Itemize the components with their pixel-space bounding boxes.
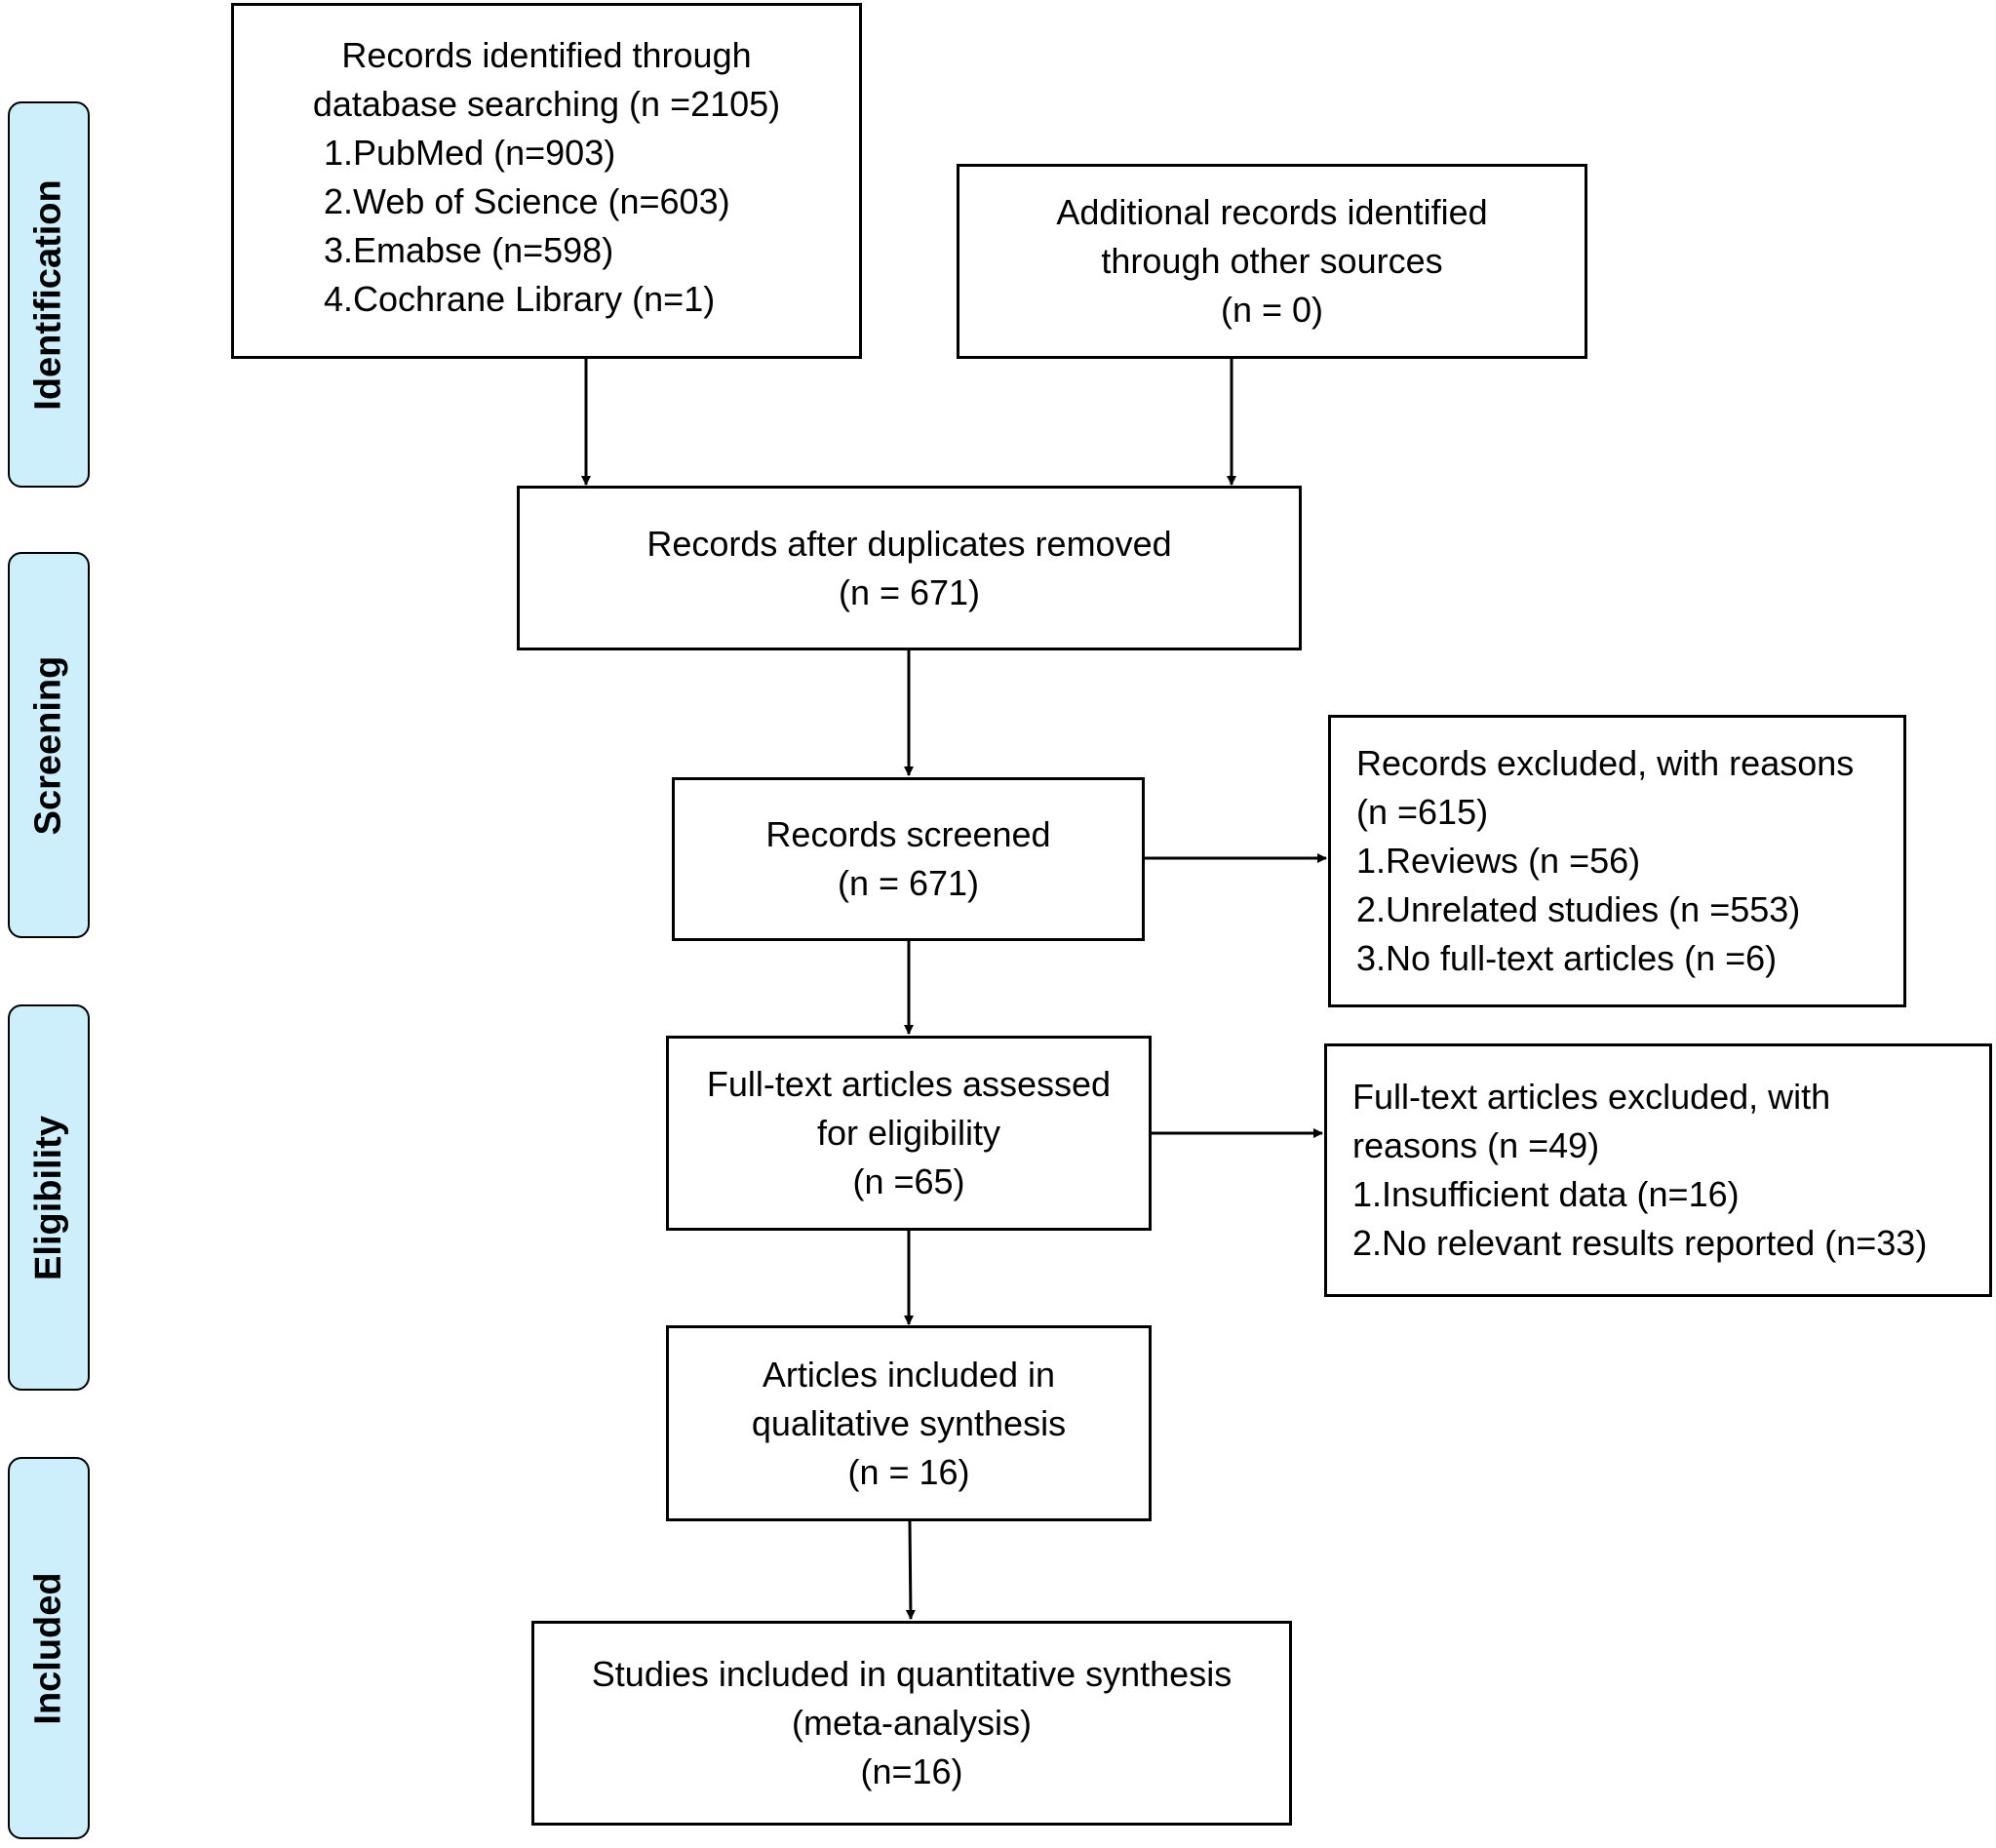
screened-line-2: (n = 671)	[837, 863, 980, 903]
db-search-line-2: database searching (n =2105)	[312, 84, 781, 124]
excluded-line-1: Records excluded, with reasons	[1356, 743, 1855, 783]
db-search-item-cochrane: 4.Cochrane Library (n=1)	[324, 279, 716, 319]
quantitative-line-2: (meta-analysis)	[791, 1703, 1033, 1743]
phase-included: Included	[8, 1457, 90, 1839]
records-screened-box: Records screened (n = 671)	[672, 777, 1145, 941]
fulltext-line-2: for eligibility	[816, 1113, 1001, 1153]
quantitative-line-3: (n=16)	[860, 1751, 963, 1791]
duplicates-removed-box: Records after duplicates removed (n = 67…	[517, 486, 1302, 650]
qualitative-synthesis-box: Articles included in qualitative synthes…	[666, 1325, 1152, 1521]
qualitative-line-1: Articles included in	[762, 1354, 1056, 1395]
dedup-line-1: Records after duplicates removed	[646, 523, 1172, 564]
excluded-line-2: (n =615)	[1356, 792, 1489, 832]
excluded-line-4: 2.Unrelated studies (n =553)	[1356, 889, 1801, 929]
fulltext-line-1: Full-text articles assessed	[706, 1064, 1112, 1104]
fulltext-line-3: (n =65)	[852, 1161, 965, 1201]
qualitative-line-3: (n = 16)	[847, 1451, 970, 1492]
phase-screening: Screening	[8, 552, 90, 938]
other-sources-line-2: through other sources	[1101, 241, 1443, 281]
other-sources-box: Additional records identified through ot…	[957, 164, 1587, 359]
ft-excluded-line-1: Full-text articles excluded, with	[1352, 1077, 1831, 1117]
excluded-line-3: 1.Reviews (n =56)	[1356, 841, 1641, 881]
ft-excluded-line-3: 1.Insufficient data (n=16)	[1352, 1174, 1740, 1214]
ft-excluded-line-2: reasons (n =49)	[1352, 1125, 1600, 1165]
fulltext-assessed-box: Full-text articles assessed for eligibil…	[666, 1036, 1152, 1231]
quantitative-synthesis-box: Studies included in quantitative synthes…	[531, 1621, 1292, 1826]
qualitative-line-2: qualitative synthesis	[751, 1402, 1067, 1443]
arrow-qualitative-to-quantitative	[905, 1520, 916, 1620]
db-search-item-embase: 3.Emabse (n=598)	[324, 230, 614, 270]
db-search-item-pubmed: 1.PubMed (n=903)	[324, 133, 616, 173]
records-excluded-box: Records excluded, with reasons (n =615) …	[1328, 715, 1906, 1007]
other-sources-line-3: (n = 0)	[1220, 290, 1324, 330]
quantitative-line-1: Studies included in quantitative synthes…	[591, 1654, 1233, 1694]
db-search-box: Records identified through database sear…	[231, 3, 862, 359]
fulltext-excluded-box: Full-text articles excluded, with reason…	[1324, 1043, 1992, 1297]
other-sources-line-1: Additional records identified	[1056, 192, 1488, 232]
dedup-line-2: (n = 671)	[838, 571, 981, 612]
db-search-item-wos: 2.Web of Science (n=603)	[324, 181, 730, 221]
db-search-line-1: Records identified through	[341, 35, 752, 75]
phase-identification: Identification	[8, 101, 90, 488]
screened-line-1: Records screened	[765, 814, 1051, 854]
excluded-line-5: 3.No full-text articles (n =6)	[1356, 938, 1778, 978]
phase-eligibility: Eligibility	[8, 1004, 90, 1391]
ft-excluded-line-4: 2.No relevant results reported (n=33)	[1352, 1223, 1928, 1263]
